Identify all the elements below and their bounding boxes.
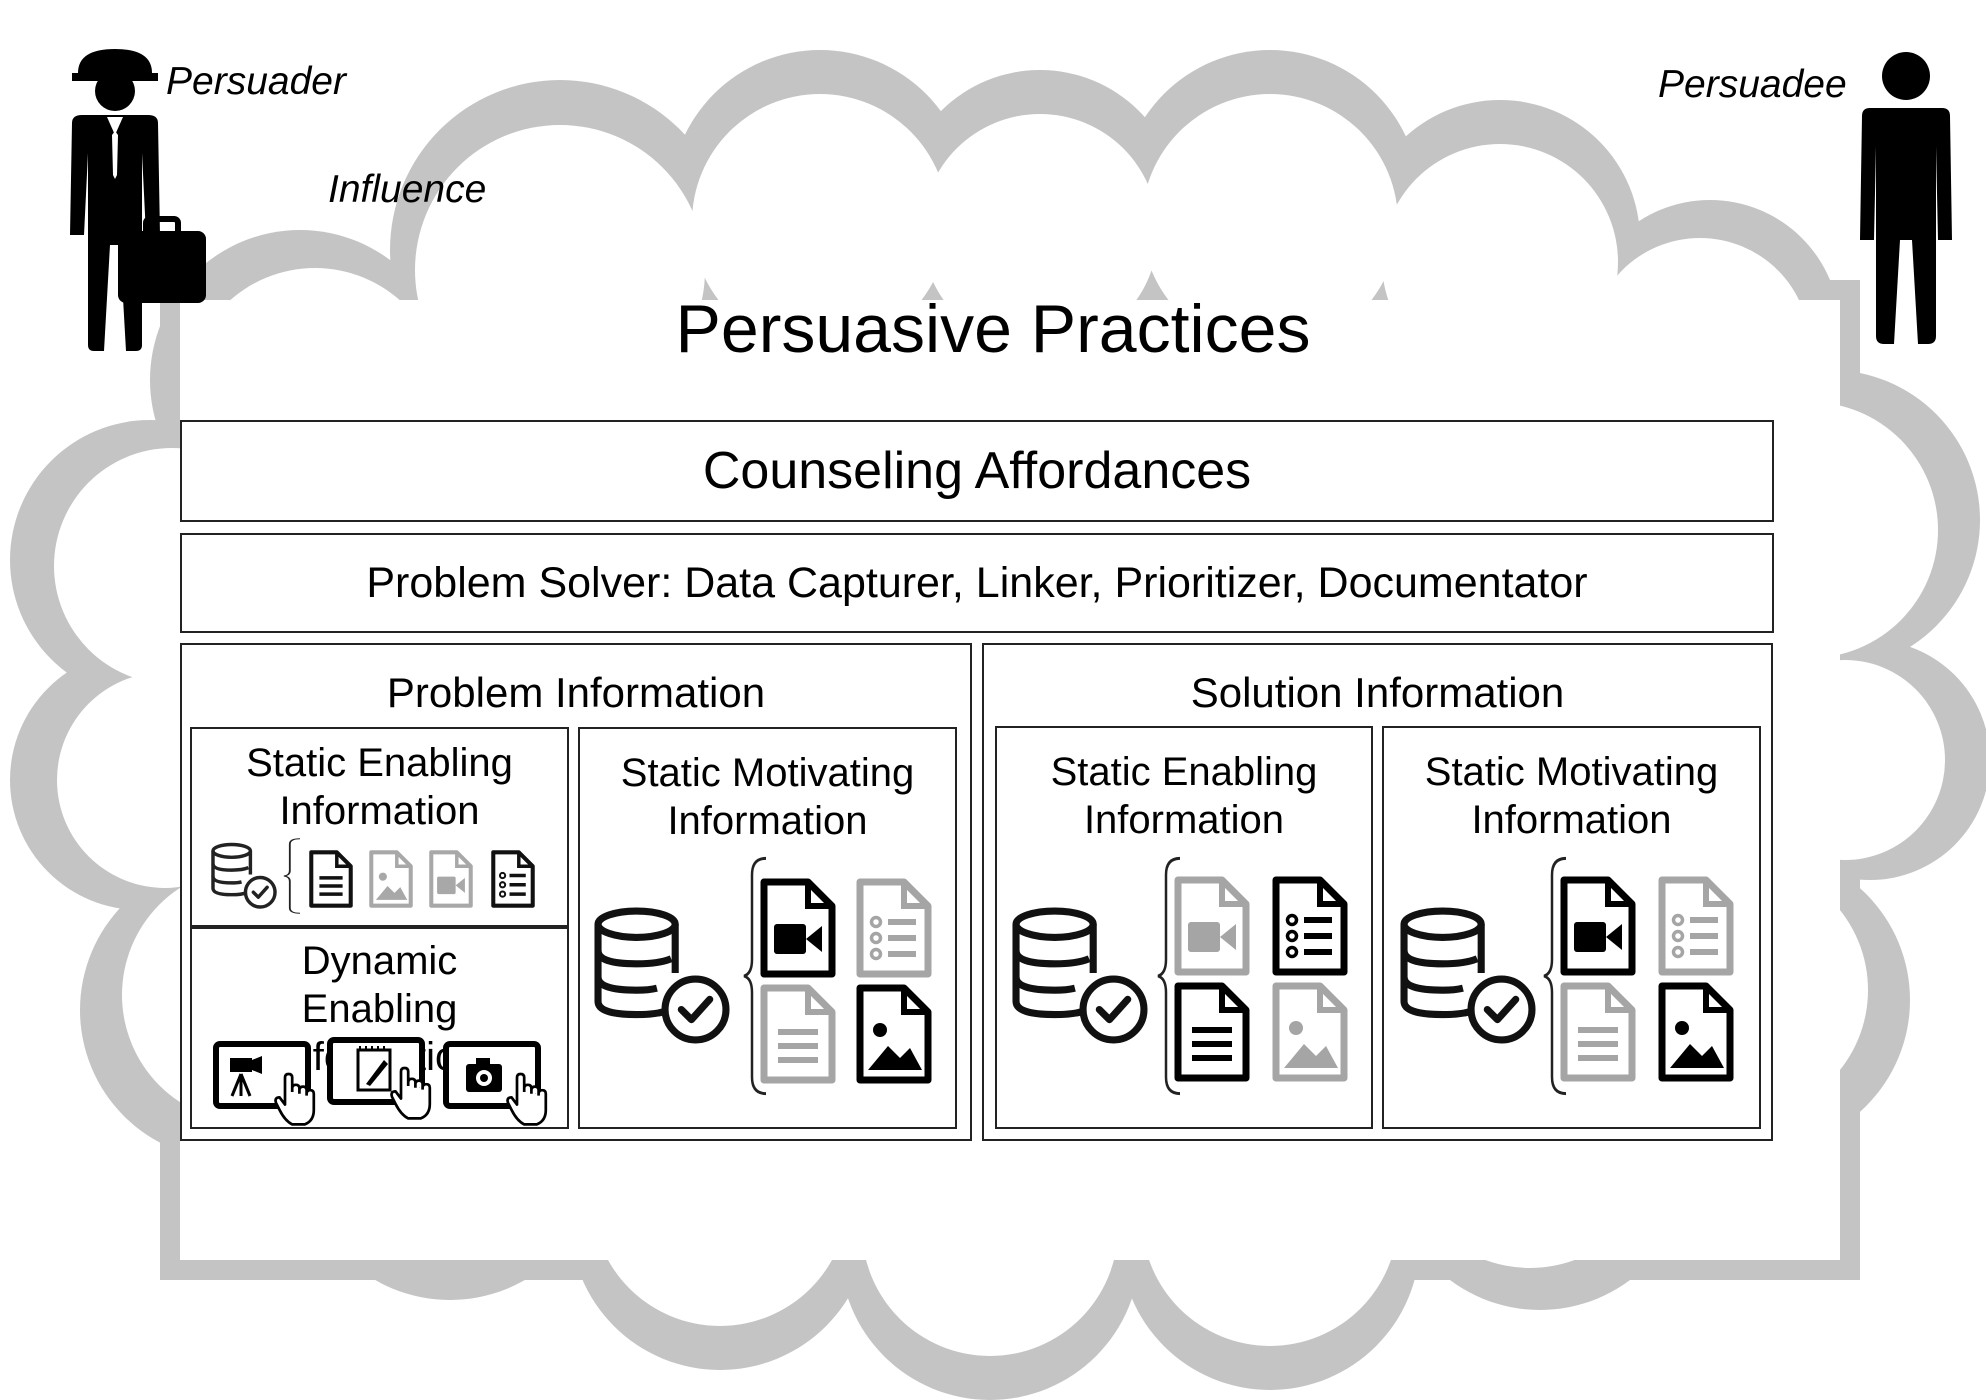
tablet-photo-touch-icon (446, 1044, 548, 1126)
document-icon (760, 984, 836, 1084)
problem-static-enabling-title: Static Enabling Information (246, 741, 513, 833)
database-check-icon (211, 842, 277, 909)
image-file-icon (368, 850, 414, 908)
counseling-affordances-label: Counseling Affordances (702, 442, 1252, 500)
video-file-icon (428, 850, 474, 908)
image-file-icon (1658, 982, 1734, 1082)
solution-information-heading: Solution Information (1190, 669, 1565, 716)
persuader-label: Persuader (166, 60, 346, 103)
list-file-icon (490, 850, 536, 908)
list-file-icon (1272, 876, 1348, 976)
problem-information-heading: Problem Information (386, 669, 766, 716)
document-icon (308, 850, 354, 908)
problem-solver-box: Problem Solver: Data Capturer, Linker, P… (180, 533, 1774, 633)
solution-static-motivating-title: Static Motivating Information (1424, 750, 1719, 842)
video-file-icon (1560, 876, 1636, 976)
image-file-icon (856, 984, 932, 1084)
brace-icon (283, 837, 301, 915)
influence-label: Influence (328, 168, 487, 211)
counseling-affordances-box: Counseling Affordances (180, 420, 1774, 522)
problem-solver-label: Problem Solver: Data Capturer, Linker, P… (366, 558, 1588, 607)
database-check-icon (1014, 910, 1146, 1042)
persuader-figure-icon (70, 49, 206, 351)
persuadee-label: Persuadee (1658, 63, 1847, 106)
persuadee-figure-icon (1860, 52, 1952, 344)
list-file-icon (1658, 876, 1734, 976)
list-file-icon (856, 878, 932, 978)
diagram-title: Persuasive Practices (675, 291, 1311, 367)
video-file-icon (1174, 876, 1250, 976)
video-file-icon (760, 878, 836, 978)
document-icon (1560, 982, 1636, 1082)
tablet-camera-touch-icon (216, 1044, 316, 1126)
document-icon (1174, 982, 1250, 1082)
image-file-icon (1272, 982, 1348, 1082)
problem-static-motivating-title: Static Motivating Information (620, 751, 915, 843)
solution-static-enabling-title: Static Enabling Information (1050, 750, 1318, 842)
database-check-icon (596, 910, 728, 1042)
tablet-notes-touch-icon (330, 1040, 432, 1120)
database-check-icon (1402, 910, 1534, 1042)
